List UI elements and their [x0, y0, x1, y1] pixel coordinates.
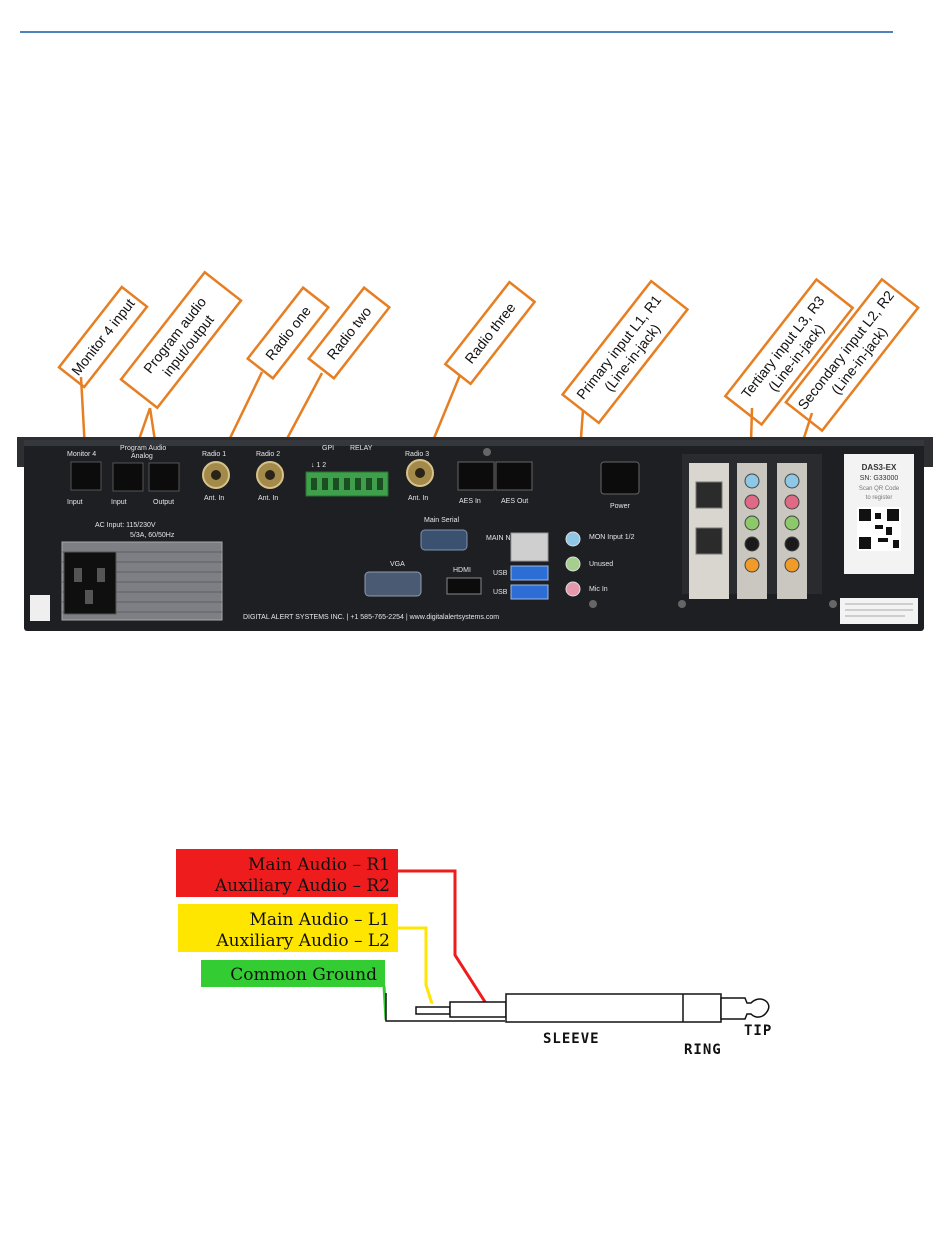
panel-pa-input: Input: [111, 499, 127, 506]
callout-monitor4-text: Monitor 4 input: [68, 296, 138, 379]
green-ground-label-box: [201, 960, 385, 987]
panel-radio2: Radio 2: [256, 451, 280, 458]
panel-usb-2: USB: [493, 589, 508, 596]
panel-aes-out: AES Out: [501, 498, 528, 505]
panel-radio1: Radio 1: [202, 451, 226, 458]
serial-port[interactable]: [420, 529, 468, 551]
panel-ac-rating: 5/3A, 60/50Hz: [130, 532, 175, 539]
panel-usb-1: USB: [493, 570, 508, 577]
panel-ac-input: AC Input: 115/230V: [95, 522, 156, 529]
ring-label: RING: [684, 1042, 722, 1058]
program-input-port[interactable]: [112, 462, 144, 492]
trs-plug-icon: [385, 993, 770, 1023]
qr-code-icon: [857, 507, 901, 551]
panel-monitor4-input-label: Input: [67, 499, 83, 506]
mic-in-jack[interactable]: [565, 581, 581, 597]
panel-radio3: Radio 3: [405, 451, 429, 458]
panel-mic-in: Mic In: [589, 586, 608, 593]
hdmi-port[interactable]: [446, 577, 482, 595]
expansion-network-port-1[interactable]: [695, 481, 723, 509]
gpi-pin-labels: ↓ 1 2: [311, 462, 326, 469]
red-box-line1: Main Audio – R1: [248, 855, 390, 875]
network-port[interactable]: [510, 532, 549, 562]
device-rear-panel: Monitor 4 Input Program Audio Analog Inp…: [17, 437, 933, 631]
secondary-line-in-jack[interactable]: [784, 473, 800, 489]
panel-monitor4-label: Monitor 4: [67, 451, 96, 458]
sleeve-label: SLEEVE: [543, 1031, 600, 1047]
tip-label: TIP: [744, 1023, 772, 1039]
panel-main-serial: Main Serial: [424, 517, 459, 524]
usb-port-1[interactable]: [510, 565, 549, 581]
yellow-wire-label-box: [178, 904, 398, 952]
green-box-text: Common Ground: [230, 965, 377, 985]
yellow-box-line1: Main Audio – L1: [249, 910, 390, 930]
panel-radio1-ant: Ant. In: [204, 495, 224, 502]
ac-power-inlet[interactable]: [63, 551, 117, 615]
red-box-line2: Auxiliary Audio – R2: [214, 876, 390, 896]
usb-port-2[interactable]: [510, 584, 549, 600]
expansion-network-port-2[interactable]: [695, 527, 723, 555]
aes-in-port[interactable]: [457, 461, 495, 491]
vga-port[interactable]: [364, 571, 422, 597]
panel-main-net: MAIN NET 1: [486, 535, 525, 542]
panel-radio3-ant: Ant. In: [408, 495, 428, 502]
panel-aes-in: AES In: [459, 498, 481, 505]
yellow-box-line2: Auxiliary Audio – L2: [215, 931, 390, 951]
red-wire-label-box: [176, 849, 398, 897]
panel-gpi: GPI: [322, 445, 334, 452]
power-switch[interactable]: [600, 461, 640, 495]
aes-out-port[interactable]: [495, 461, 533, 491]
panel-analog: Analog: [131, 453, 153, 460]
panel-hdmi: HDMI: [453, 567, 471, 574]
tertiary-line-in-jack[interactable]: [744, 473, 760, 489]
panel-unused: Unused: [589, 561, 613, 568]
header-rule: [20, 31, 893, 33]
sticker-register: to register: [866, 495, 893, 501]
panel-program-audio: Program Audio: [120, 445, 166, 452]
sticker-sn: SN: G33000: [860, 475, 899, 482]
sticker-scan: Scan QR Code: [859, 486, 900, 492]
panel-footer: DIGITAL ALERT SYSTEMS INC. | +1 585-765-…: [243, 614, 499, 621]
weee-recycle-icon: [30, 595, 50, 621]
jack-wiring-diagram: Main Audio – R1 Auxiliary Audio – R2 Mai…: [176, 849, 772, 1058]
yellow-wire: [398, 926, 436, 1011]
compliance-label: [840, 598, 918, 624]
panel-radio2-ant: Ant. In: [258, 495, 278, 502]
program-output-port[interactable]: [148, 462, 180, 492]
panel-pa-output: Output: [153, 499, 174, 506]
mon-input-jack[interactable]: [565, 531, 581, 547]
callout-radio-two: Radio two: [271, 285, 392, 466]
monitor4-input-port[interactable]: [70, 461, 102, 491]
unused-jack[interactable]: [565, 556, 581, 572]
red-wire: [398, 869, 489, 1006]
panel-power: Power: [610, 503, 631, 510]
panel-vga: VGA: [390, 561, 405, 568]
sticker-model: DAS3-EX: [862, 463, 897, 472]
panel-relay: RELAY: [350, 445, 373, 452]
panel-mon-input: MON Input 1/2: [589, 534, 635, 541]
